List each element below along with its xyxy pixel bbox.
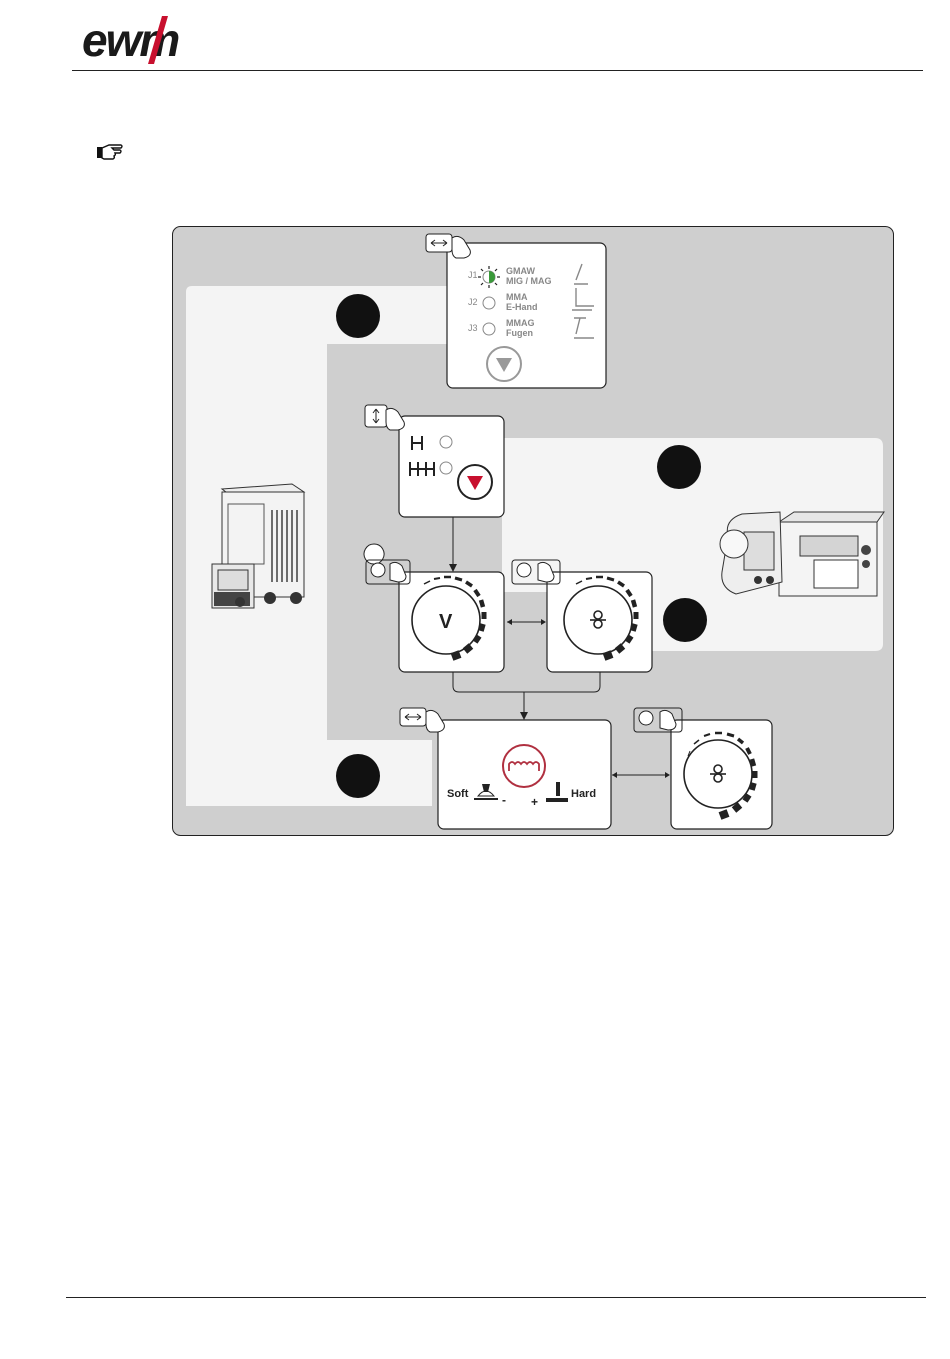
procedure-row-j2-label: MMA E-Hand bbox=[506, 292, 538, 312]
soft-label: Soft bbox=[447, 788, 469, 800]
hard-label: Hard bbox=[571, 788, 596, 800]
header-divider bbox=[72, 70, 923, 71]
procedure-row-j3-label: MMAG Fugen bbox=[506, 318, 535, 338]
welding-machine-illustration bbox=[212, 484, 304, 608]
row1-code: J1 bbox=[468, 270, 478, 280]
voltage-symbol: V bbox=[439, 611, 453, 633]
plus-label: + bbox=[531, 795, 538, 809]
procedure-j3-line1: MMAG bbox=[506, 318, 535, 328]
procedure-j2-line1: MMA bbox=[506, 292, 538, 302]
procedure-j1-line2: MIG / MAG bbox=[506, 276, 552, 286]
footer-divider bbox=[66, 1297, 926, 1298]
ewm-logo: ewm bbox=[82, 14, 212, 64]
marker-4 bbox=[336, 754, 380, 798]
procedure-j2-line2: E-Hand bbox=[506, 302, 538, 312]
svg-text:J3: J3 bbox=[468, 323, 478, 333]
procedure-row-j1-label: GMAW MIG / MAG bbox=[506, 266, 552, 286]
marker-2 bbox=[657, 445, 701, 489]
marker-1 bbox=[336, 294, 380, 338]
minus-label: - bbox=[502, 793, 506, 807]
svg-text:J2: J2 bbox=[468, 297, 478, 307]
procedure-j1-line1: GMAW bbox=[506, 266, 552, 276]
procedure-j3-line2: Fugen bbox=[506, 328, 535, 338]
marker-3 bbox=[663, 598, 707, 642]
hand-pointer-icon bbox=[96, 142, 124, 162]
wire-feeder-illustration bbox=[720, 512, 884, 596]
